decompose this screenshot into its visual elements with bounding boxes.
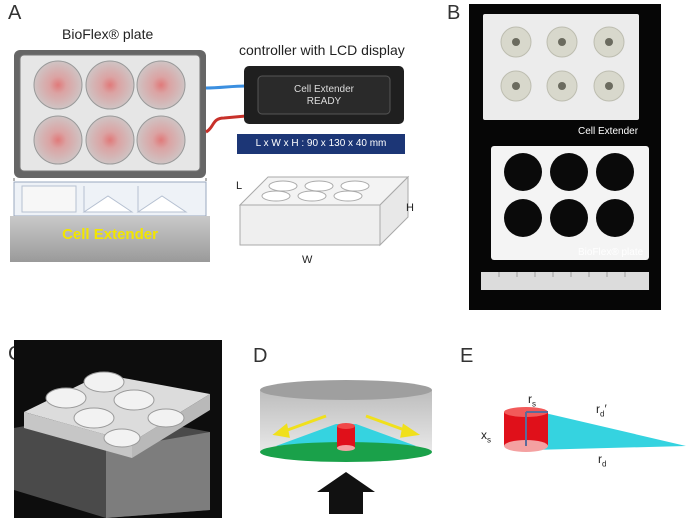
cone-profile [532, 410, 686, 450]
plate-caption: BioFlex® plate [578, 247, 644, 258]
label-x-s-sub: s [487, 435, 491, 445]
cable-blue [205, 84, 247, 90]
label-r-d-prime: rd′ [596, 402, 607, 418]
panel-a-drawing [10, 50, 410, 262]
label-r-d-prime-sub: d [600, 409, 605, 419]
panel-b-letter: B [447, 2, 461, 24]
chamber-top [260, 380, 432, 400]
controller-label: controller with LCD display [239, 42, 405, 58]
label-r-d-main: r [598, 452, 602, 466]
ruler [481, 272, 649, 290]
panel-b-photo [469, 4, 661, 310]
lcd-display [257, 75, 391, 115]
axis-w-label: W [302, 254, 313, 266]
strain-arrows [272, 414, 421, 438]
extender-caption: Cell Extender [578, 126, 639, 137]
label-r-d-sub: d [602, 459, 607, 469]
label-x-s: xs [481, 428, 491, 444]
chamber-bottom-membrane [260, 442, 432, 462]
panel-d-letter: D [253, 345, 268, 367]
push-arrow [317, 472, 375, 514]
label-r-d-prime-main: r [596, 402, 600, 416]
axis-h-label: H [406, 202, 414, 214]
panel-e-letter: E [460, 345, 474, 367]
label-r-d-prime-mark: ′ [604, 402, 607, 416]
extender-3d-outline [238, 175, 410, 247]
lcd-text: Cell Extender READY [258, 84, 390, 108]
panel-d-diagram [260, 380, 432, 514]
bioflex-plate-label: BioFlex® plate [62, 26, 154, 42]
dimensions-box: L x W x H : 90 x 130 x 40 mm [237, 134, 405, 154]
lcd-line2: READY [306, 96, 342, 107]
cell-extender-base [10, 216, 210, 262]
label-r-s-main: r [528, 392, 532, 406]
panel-a-letter: A [8, 2, 22, 24]
cable-red [205, 114, 247, 134]
plate-wells [33, 60, 186, 165]
label-x-s-main: x [481, 428, 487, 442]
panel-c-photo [14, 340, 222, 518]
label-r-s: rs [528, 392, 536, 408]
post-cylinder [337, 426, 355, 448]
cell-extender-device-label: Cell Extender [62, 226, 158, 243]
plate-top-wells [504, 153, 634, 237]
label-r-s-sub: s [532, 399, 536, 409]
lcd-line1: Cell Extender [293, 84, 355, 95]
axis-l-label: L [236, 180, 243, 192]
panel-e-diagram [504, 407, 686, 452]
label-r-d: rd [598, 452, 606, 468]
